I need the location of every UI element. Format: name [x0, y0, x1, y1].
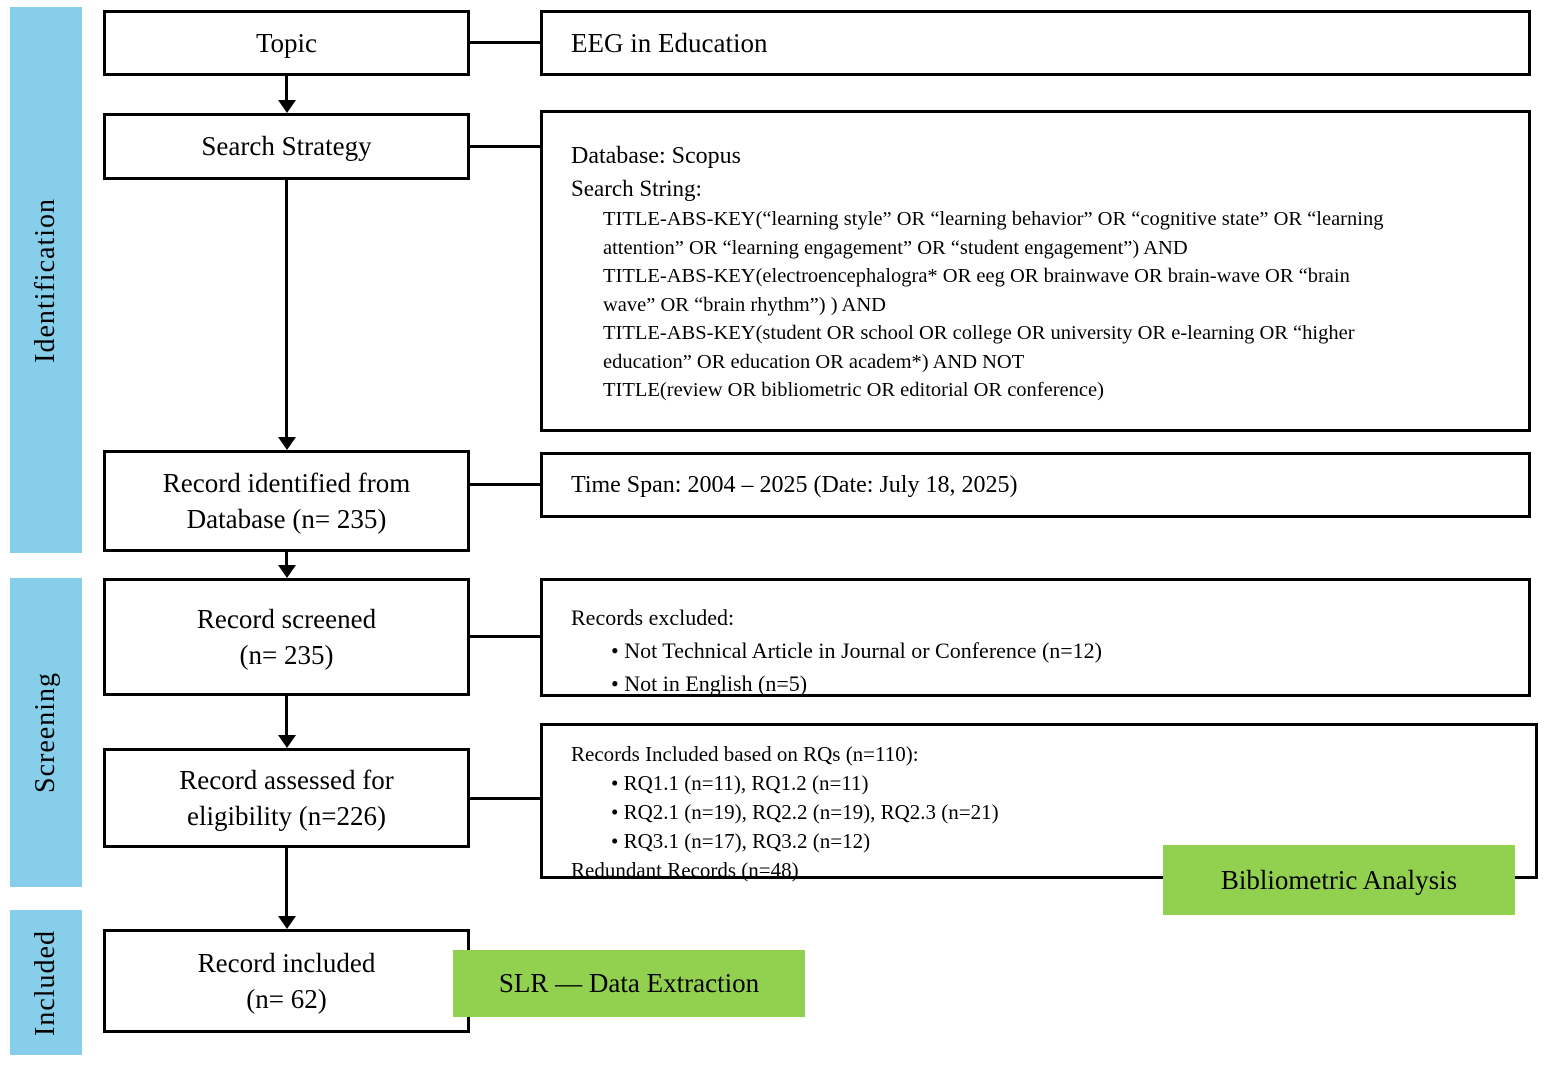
- connector-identified-to-timespan: [470, 483, 540, 486]
- slr-data-extraction-label: SLR — Data Extraction: [453, 950, 805, 1017]
- stage-bar-screening: Screening: [10, 578, 82, 887]
- arrowhead-down-icon: [278, 100, 296, 113]
- query-line: education” OR education OR academ*) AND …: [603, 350, 1025, 373]
- detail-box-topic: EEG in Education: [540, 10, 1531, 76]
- arrowhead-down-icon: [278, 565, 296, 578]
- topic-label: Topic: [255, 27, 318, 58]
- flow-box-record-assessed: Record assessed for eligibility (n=226): [103, 748, 470, 848]
- eeg-in-education-label: EEG in Education: [571, 27, 768, 58]
- time-span-label: Time Span: 2004 – 2025 (Date: July 18, 2…: [571, 471, 1018, 498]
- search-string-label: Search String:: [571, 176, 702, 201]
- search-strategy-label: Search Strategy: [201, 131, 372, 162]
- connector-topic-to-eeg: [470, 41, 540, 44]
- arrow-identified-to-screened: [285, 552, 288, 567]
- records-excluded-item: Not Technical Article in Journal or Conf…: [611, 634, 1514, 667]
- stage-label-screening: Screening: [30, 672, 61, 793]
- stage-label-identification: Identification: [30, 197, 61, 363]
- arrowhead-down-icon: [278, 437, 296, 450]
- detail-box-search-strategy: Database: Scopus Search String: TITLE-AB…: [540, 110, 1531, 432]
- record-identified-line2: Database (n= 235): [186, 504, 387, 534]
- flow-box-search-strategy: Search Strategy: [103, 113, 470, 180]
- connector-assessed-to-rqs: [470, 797, 540, 800]
- arrow-search-to-identified: [285, 180, 288, 438]
- stage-label-included: Included: [30, 929, 61, 1036]
- records-rqs-item: RQ3.1 (n=17), RQ3.2 (n=12): [611, 827, 1521, 856]
- record-identified-line1: Record identified from: [162, 467, 411, 498]
- query-line: wave” OR “brain rhythm”) ) AND: [603, 293, 886, 316]
- records-excluded-item: Not in English (n=5): [611, 667, 1514, 700]
- flow-box-topic: Topic: [103, 10, 470, 76]
- records-rqs-item: RQ2.1 (n=19), RQ2.2 (n=19), RQ2.3 (n=21): [611, 798, 1521, 827]
- slr-data-extraction-text: SLR — Data Extraction: [498, 968, 760, 998]
- stage-bar-identification: Identification: [10, 7, 82, 553]
- connector-search-to-database: [470, 145, 540, 148]
- record-included-line2: (n= 62): [246, 984, 327, 1014]
- stage-bar-included: Included: [10, 910, 82, 1055]
- arrowhead-down-icon: [278, 916, 296, 929]
- record-assessed-line1: Record assessed for: [179, 764, 394, 795]
- record-assessed-line2: eligibility (n=226): [187, 801, 386, 831]
- record-included-line1: Record included: [197, 947, 376, 978]
- arrow-screened-to-assessed: [285, 696, 288, 736]
- flow-box-record-screened: Record screened (n= 235): [103, 578, 470, 696]
- detail-box-time-span: Time Span: 2004 – 2025 (Date: July 18, 2…: [540, 452, 1531, 518]
- redundant-records-line: Redundant Records (n=48): [571, 858, 799, 882]
- bibliometric-analysis-label: Bibliometric Analysis: [1163, 845, 1515, 915]
- record-screened-line1: Record screened: [196, 603, 377, 634]
- query-line: TITLE-ABS-KEY(“learning style” OR “learn…: [603, 208, 1384, 230]
- records-excluded-title: Records excluded:: [571, 605, 735, 630]
- flow-box-record-included: Record included (n= 62): [103, 929, 470, 1033]
- arrowhead-down-icon: [278, 735, 296, 748]
- arrow-assessed-to-included: [285, 848, 288, 917]
- query-line: TITLE(review OR bibliometric OR editoria…: [603, 379, 1104, 401]
- query-line: TITLE-ABS-KEY(student OR school OR colle…: [603, 322, 1355, 344]
- database-line: Database: Scopus: [571, 143, 741, 169]
- query-line: attention” OR “learning engagement” OR “…: [603, 236, 1188, 259]
- connector-screened-to-excluded: [470, 635, 540, 638]
- records-rqs-item: RQ1.1 (n=11), RQ1.2 (n=11): [611, 769, 1521, 798]
- detail-box-records-excluded: Records excluded: Not Technical Article …: [540, 578, 1531, 697]
- detail-box-records-included-rqs: Records Included based on RQs (n=110): R…: [540, 723, 1538, 882]
- flow-box-record-identified: Record identified from Database (n= 235): [103, 450, 470, 552]
- record-screened-line2: (n= 235): [239, 640, 334, 670]
- arrow-topic-to-search: [285, 76, 288, 102]
- query-line: TITLE-ABS-KEY(electroencephalogra* OR ee…: [603, 265, 1350, 287]
- bibliometric-analysis-text: Bibliometric Analysis: [1220, 864, 1458, 895]
- records-rqs-title: Records Included based on RQs (n=110):: [571, 742, 919, 766]
